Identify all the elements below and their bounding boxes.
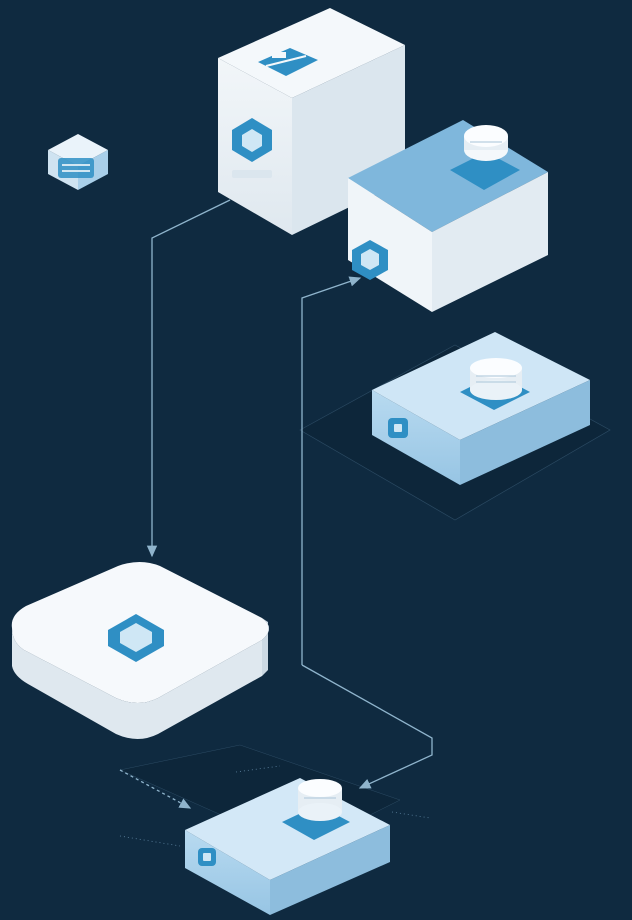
database-icon	[282, 779, 350, 840]
small-cube-node[interactable]	[48, 134, 108, 190]
connector-dashed-left	[119, 769, 192, 809]
white-slab-node[interactable]	[11, 562, 270, 739]
shield-icon	[352, 240, 388, 280]
blue-slab-upper-node[interactable]	[372, 332, 590, 485]
connector-white-slab-to-lower-slab	[301, 664, 433, 789]
blue-slab-lower-node[interactable]	[185, 778, 390, 915]
toolbox-icon	[258, 48, 318, 76]
lock-icon	[198, 848, 216, 866]
database-icon	[450, 125, 520, 190]
database-icon	[460, 358, 530, 410]
decorative-dots	[119, 765, 431, 847]
label-strip	[232, 170, 272, 178]
connector-cube-to-white-slab	[146, 199, 231, 558]
server-icon	[58, 158, 94, 178]
connectors	[119, 199, 433, 809]
blue-cube-node[interactable]	[348, 120, 548, 312]
connector-lower-slab-to-blue-cube	[301, 276, 362, 665]
lock-icon	[388, 418, 408, 438]
shield-icon	[232, 118, 272, 162]
shield-icon	[108, 614, 164, 662]
